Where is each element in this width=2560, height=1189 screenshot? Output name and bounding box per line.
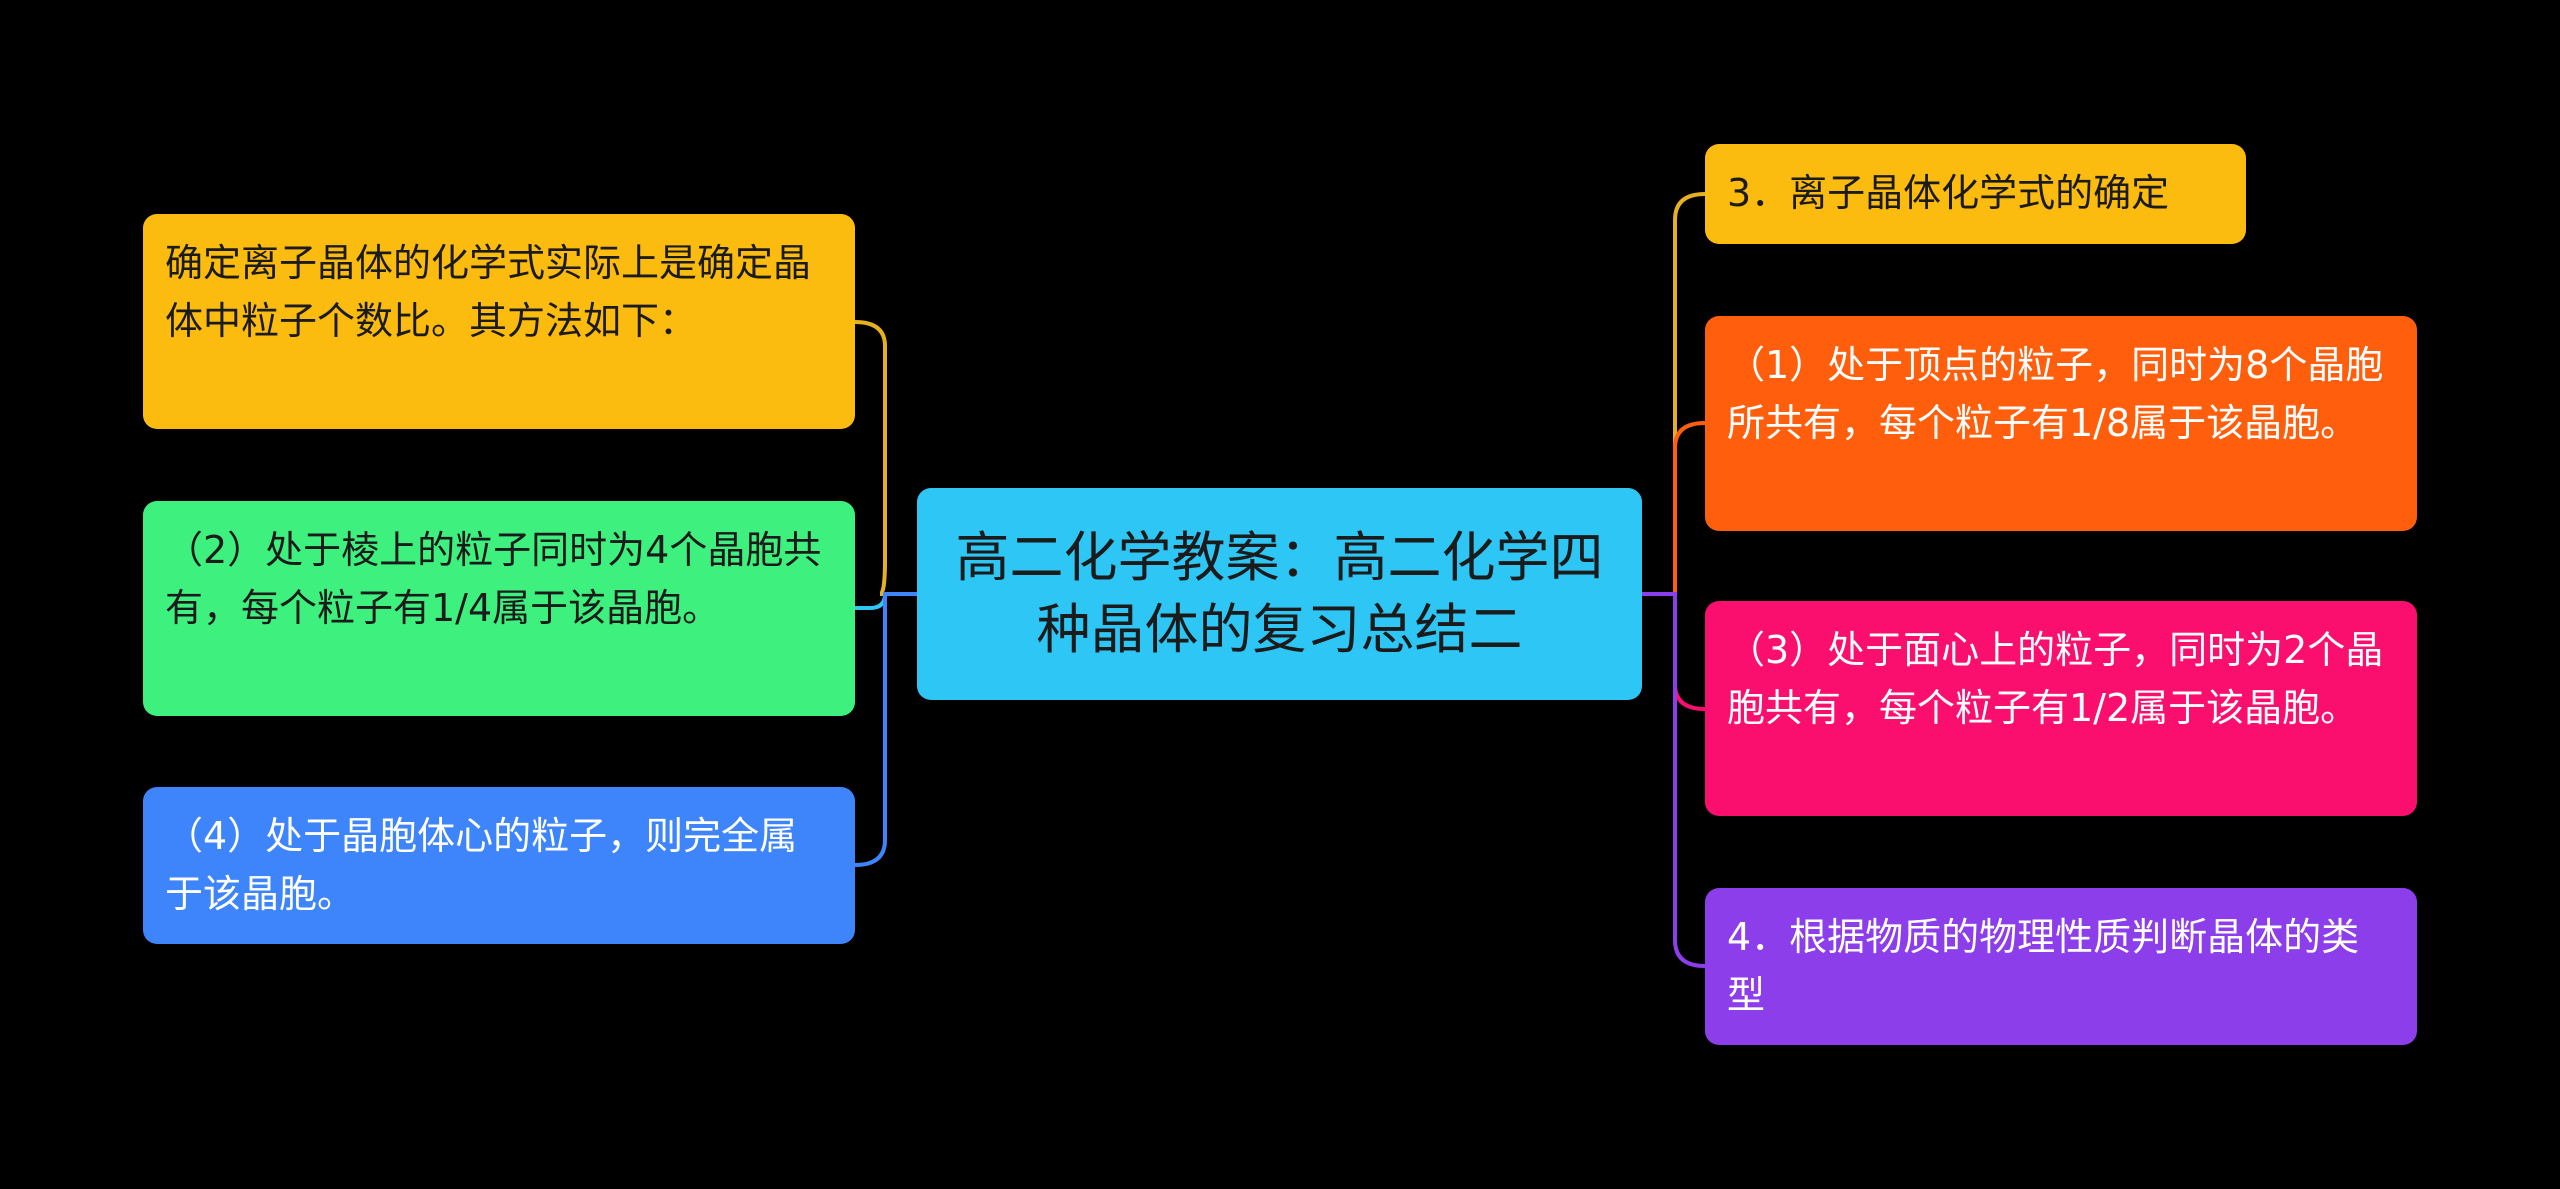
right-node-4-text: 4．根据物质的物理性质判断晶体的类型	[1727, 915, 2360, 1017]
left-node-1-text: 确定离子晶体的化学式实际上是确定晶体中粒子个数比。其方法如下：	[165, 241, 812, 343]
connector-right-2	[1642, 421, 1706, 596]
right-node-1-text: 3．离子晶体化学式的确定	[1727, 171, 2170, 215]
left-node-3[interactable]: （4）处于晶胞体心的粒子，则完全属于该晶胞。	[143, 787, 855, 944]
connector-right-1	[1642, 192, 1706, 596]
right-node-3[interactable]: （3）处于面心上的粒子，同时为2个晶胞共有，每个粒子有1/2属于该晶胞。	[1705, 601, 2417, 816]
connector-left-3	[854, 592, 917, 867]
left-node-2-text: （2）处于棱上的粒子同时为4个晶胞共有，每个粒子有1/4属于该晶胞。	[165, 528, 822, 630]
central-topic[interactable]: 高二化学教案：高二化学四种晶体的复习总结二	[917, 488, 1642, 700]
right-node-2-text: （1）处于顶点的粒子，同时为8个晶胞所共有，每个粒子有1/8属于该晶胞。	[1727, 343, 2384, 445]
central-topic-text: 高二化学教案：高二化学四种晶体的复习总结二	[955, 526, 1604, 661]
left-node-2[interactable]: （2）处于棱上的粒子同时为4个晶胞共有，每个粒子有1/4属于该晶胞。	[143, 501, 855, 716]
connector-right-4	[1642, 592, 1706, 968]
right-node-1[interactable]: 3．离子晶体化学式的确定	[1705, 144, 2246, 244]
left-node-3-text: （4）处于晶胞体心的粒子，则完全属于该晶胞。	[165, 814, 798, 916]
right-node-2[interactable]: （1）处于顶点的粒子，同时为8个晶胞所共有，每个粒子有1/8属于该晶胞。	[1705, 316, 2417, 531]
left-node-1[interactable]: 确定离子晶体的化学式实际上是确定晶体中粒子个数比。其方法如下：	[143, 214, 855, 429]
right-node-3-text: （3）处于面心上的粒子，同时为2个晶胞共有，每个粒子有1/2属于该晶胞。	[1727, 628, 2384, 730]
right-node-4[interactable]: 4．根据物质的物理性质判断晶体的类型	[1705, 888, 2417, 1045]
connector-left-1	[854, 320, 917, 596]
